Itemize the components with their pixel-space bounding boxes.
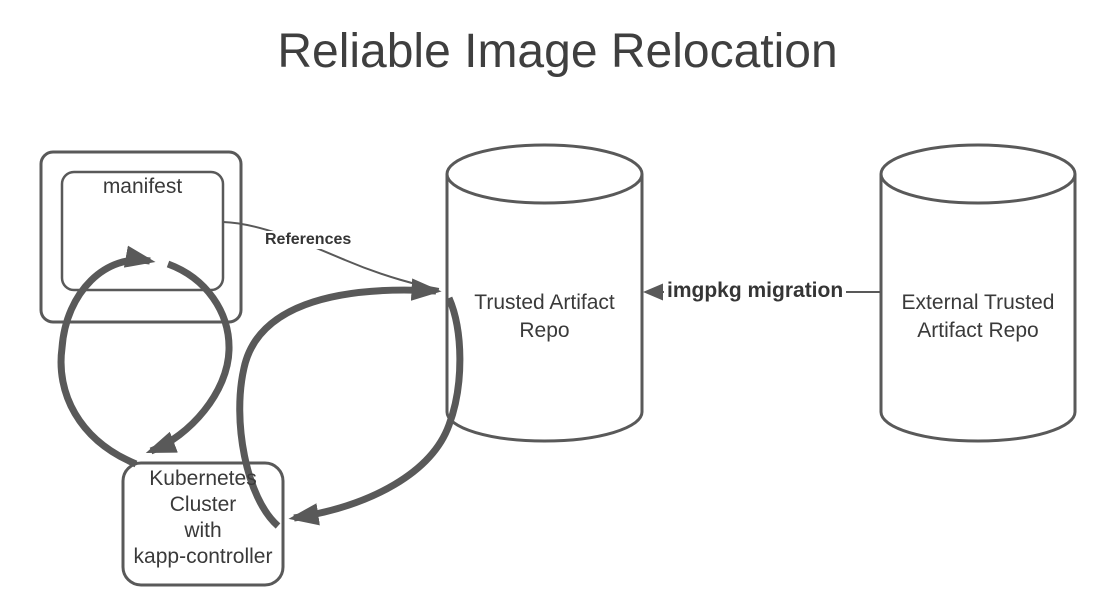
- cylinder-top: [879, 143, 1077, 205]
- trusted-artifact-repo-label: Trusted Artifact Repo: [474, 291, 615, 342]
- manifest-inner-box: [60, 170, 225, 292]
- references-edge-label: References: [262, 231, 355, 249]
- manifest-label: manifest: [102, 175, 183, 198]
- external-trusted-artifact-repo-label: External Trusted Artifact Repo: [901, 291, 1055, 342]
- cluster-to-manifest-arrow: [57, 245, 156, 468]
- manifest-to-cluster-arrow: [145, 260, 233, 455]
- repo-to-cluster-arrow: [288, 296, 464, 526]
- page-title: Reliable Image Relocation: [277, 25, 838, 78]
- arrowhead-left-icon: [643, 283, 663, 301]
- kubernetes-cluster-label: Kubernetes Cluster with kapp-controller: [133, 467, 273, 568]
- cylinder-top: [445, 143, 644, 205]
- cluster-to-repo-arrow: [236, 278, 442, 529]
- cylinder-body: [445, 174, 644, 443]
- external-trusted-artifact-repo-cylinder: [879, 143, 1077, 443]
- kubernetes-cluster-box: [121, 461, 285, 587]
- trusted-artifact-repo-cylinder: [445, 143, 644, 443]
- imgpkg-migration-edge-label: imgpkg migration: [664, 279, 847, 303]
- cylinder-body: [879, 174, 1077, 443]
